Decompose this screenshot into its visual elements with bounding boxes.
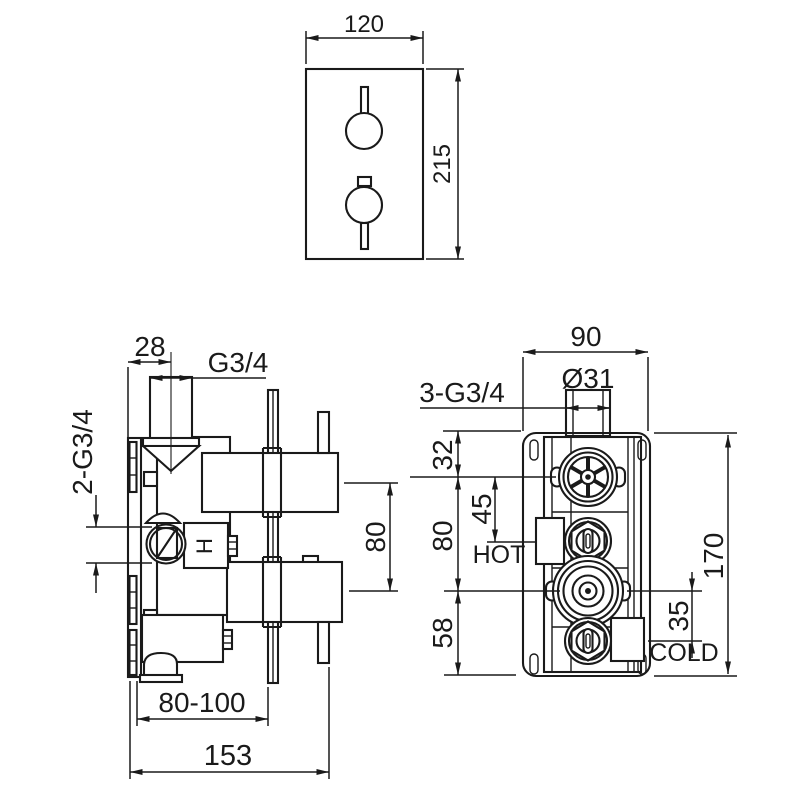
dim-total-depth: 153: [129, 667, 330, 779]
dim-pipe-diameter: Ø31 3-G3/4: [419, 363, 615, 411]
faceplate-side: [266, 388, 280, 685]
dim-body-width-label: 90: [570, 321, 601, 352]
dim-port-spacing-label: 80: [427, 520, 458, 551]
dim-mount-depth-label: 80-100: [158, 687, 245, 718]
dim-port-to-hot-label: 45: [466, 493, 497, 524]
dim-side-threads: 2-G3/4: [67, 409, 152, 593]
dim-port-spacing: 80: [427, 477, 560, 592]
bottom-boss: [142, 651, 179, 678]
top-outlet-pipe: [564, 388, 612, 438]
dim-top-to-port: 32: [410, 430, 556, 478]
dim-body-width: 90: [522, 321, 649, 431]
temperature-knob: [344, 175, 384, 251]
hot-marker-label: H: [192, 538, 217, 554]
top-handle-rod: [316, 410, 331, 455]
dim-pipe-offset: 28: [127, 331, 171, 437]
dim-body-height: 170: [654, 432, 737, 677]
dim-pipe-diameter-label: Ø31: [562, 363, 615, 394]
bottom-handle-rod: [316, 620, 331, 665]
dim-mid-to-cold: 35: [627, 572, 702, 658]
dim-bottom-span: 58: [427, 591, 516, 676]
cold-label: COLD: [649, 639, 718, 667]
cold-port: [563, 616, 613, 666]
dim-total-depth-label: 153: [204, 740, 252, 772]
dim-cartridge-spacing-label: 80: [360, 521, 391, 552]
dim-top-to-port-label: 32: [427, 439, 458, 470]
mixer-port: [544, 554, 632, 628]
top-port: [549, 446, 627, 508]
top-cartridge-side: [200, 410, 340, 519]
side-view: H 28 G3/4 2-G3/4 80: [67, 331, 398, 779]
dim-pipe-offset-label: 28: [134, 331, 165, 362]
dim-plate-width-label: 120: [344, 11, 384, 38]
dim-plate-height: 215: [426, 68, 464, 260]
dim-plate-width: 120: [305, 11, 424, 64]
front-view: 120 215: [304, 11, 464, 261]
hot-label: HOT: [473, 541, 526, 569]
thermostat-cartridge-side: H: [143, 512, 239, 651]
wall-bracket: [126, 436, 143, 679]
dim-mid-to-cold-label: 35: [663, 600, 694, 631]
dim-bottom-span-label: 58: [427, 617, 458, 648]
mount-slot-bottom-left: [529, 653, 539, 675]
dim-port-to-hot: 45: [466, 477, 536, 543]
mount-slot-top-left: [529, 439, 539, 461]
cold-inlet-block: [609, 616, 646, 663]
diverter-knob: [344, 85, 384, 151]
back-view: 90 Ø31 3-G3/4 32 45 80: [410, 321, 737, 678]
hot-inlet-block: [534, 516, 566, 566]
inlet-pipe-side: [140, 352, 202, 474]
dim-top-thread-label: G3/4: [208, 347, 269, 378]
dim-cartridge-spacing: 80: [344, 482, 398, 592]
dim-plate-height-label: 215: [429, 144, 456, 184]
dim-connection-threads-label: 3-G3/4: [419, 377, 505, 408]
bottom-cartridge-side: [225, 554, 344, 665]
dim-top-thread: G3/4: [150, 347, 269, 381]
dim-mount-depth: 80-100: [136, 681, 269, 726]
dim-body-height-label: 170: [698, 533, 729, 580]
dim-side-threads-label: 2-G3/4: [67, 409, 98, 495]
hot-port: [563, 516, 613, 566]
